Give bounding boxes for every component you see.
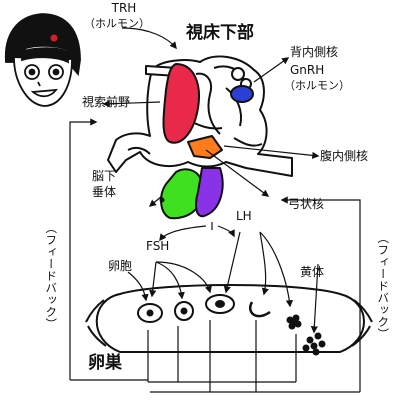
girl-face-icon [4, 13, 81, 107]
lh-label: LH [236, 209, 252, 223]
trh-label: TRH [111, 1, 137, 15]
fsh-label: FSH [146, 239, 170, 253]
preoptic-area-label: 視索前野 [82, 95, 131, 109]
gnrh-hormone-note: （ホルモン） [284, 79, 350, 92]
hypothalamus-label: 視床下部 [186, 23, 254, 43]
trh-hormone-note: （ホルモン） [84, 17, 150, 30]
dorsomedial-nucleus [230, 85, 254, 103]
pituitary-label-line2: 垂体 [92, 185, 117, 199]
corpus-luteum-small [286, 314, 302, 330]
feedback-left-label: （フィードバック） [44, 222, 59, 330]
hypothalamus-illustration [107, 55, 293, 220]
corpus-luteum-label: 黄体 [300, 265, 325, 279]
ovary-illustration [85, 284, 373, 356]
feedback-right-label: （フィードバック） [376, 232, 391, 340]
preoptic-area [162, 63, 200, 144]
ovulated-follicle [249, 301, 271, 318]
arcuate-nucleus-label: 弓状核 [288, 197, 325, 211]
ventromedial-nucleus [187, 135, 223, 159]
follicle-stage-1 [137, 303, 163, 323]
dorsomedial-nucleus-label: 背内側核 [290, 45, 339, 59]
pituitary-label-line1: 脳下 [92, 169, 117, 183]
gnrh-label: GnRH [290, 63, 325, 77]
follicle-label: 卵胞 [108, 259, 133, 273]
posterior-pituitary [195, 167, 224, 218]
corpus-luteum-large [302, 332, 326, 356]
connectors [69, 27, 361, 393]
follicle-stage-2 [174, 301, 194, 321]
follicle-stage-3 [205, 294, 235, 314]
ovary-label: 卵巣 [88, 353, 122, 373]
ventromedial-nucleus-label: 腹内側核 [320, 149, 369, 163]
